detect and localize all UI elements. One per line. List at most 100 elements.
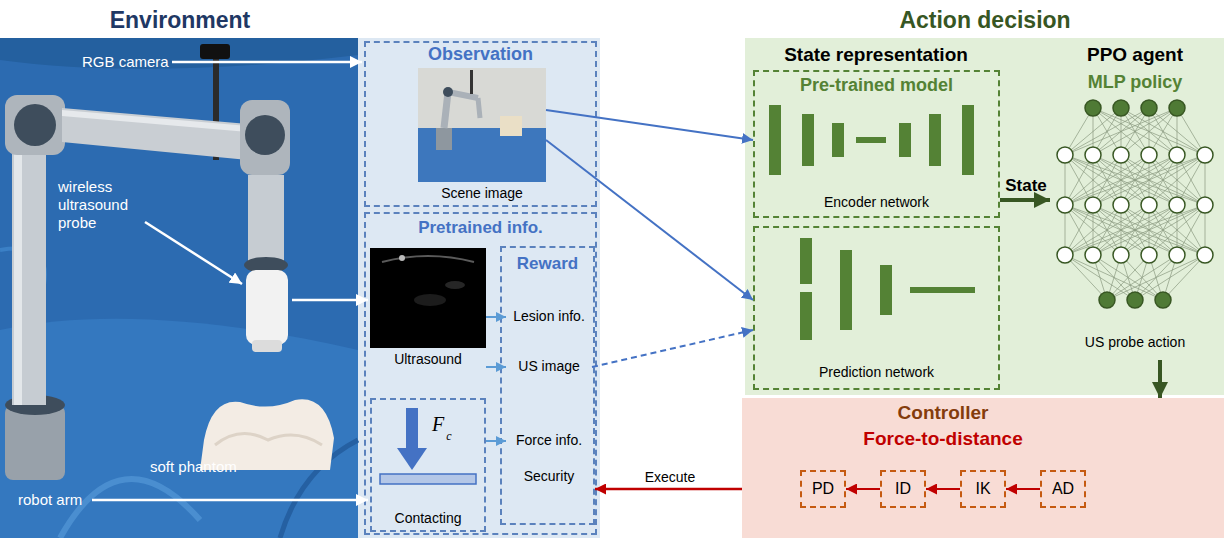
- block-label: AD: [1040, 479, 1086, 498]
- robot-photo: [214, 150, 234, 156]
- force-arrow: [380, 474, 476, 484]
- prediction-figure: [800, 238, 975, 340]
- figure-caption: US probe action: [1050, 334, 1220, 351]
- photo-label: robot arm: [18, 491, 98, 509]
- mlp-network: [1085, 197, 1101, 213]
- mlp-network: [1149, 155, 1205, 205]
- mlp-network: [1093, 155, 1149, 205]
- robot-photo: [0, 38, 358, 69]
- prediction-figure: [910, 287, 975, 293]
- mlp-network: [1065, 205, 1149, 255]
- mlp-network: [1149, 155, 1177, 205]
- scene-photo: [436, 128, 452, 150]
- figure-caption: Prediction network: [753, 364, 1000, 381]
- mlp-network: [1093, 108, 1094, 155]
- mlp-network: [1149, 205, 1150, 255]
- ultrasound-image: [370, 248, 486, 348]
- mlp-network: [1121, 108, 1177, 155]
- mlp-network: [1149, 108, 1177, 155]
- box-title: MLP policy: [1050, 72, 1220, 94]
- leader-arrow: [145, 222, 242, 284]
- mlp-network: [1141, 247, 1157, 263]
- mlp-network: [1135, 255, 1149, 300]
- robot-photo: [0, 319, 358, 538]
- mlp-network: [1093, 205, 1149, 255]
- ultrasound-image: [370, 248, 486, 348]
- robot-photo: [246, 270, 288, 345]
- mlp-network: [1177, 108, 1178, 155]
- image-caption: Contacting: [370, 510, 486, 527]
- force-arrow: [406, 408, 418, 448]
- connector-arrow: [926, 488, 960, 490]
- controller-panel: ControllerForce-to-distancePDIDIKAD: [742, 398, 1224, 538]
- edge-label: Execute: [610, 469, 730, 486]
- mlp-network: [1163, 255, 1177, 300]
- mlp-network: [1093, 155, 1121, 205]
- force-arrow: [397, 448, 427, 470]
- mlp-network: [1065, 155, 1149, 205]
- mlp-network: [1093, 205, 1121, 255]
- mlp-network: [1085, 247, 1101, 263]
- control-block: IK: [960, 470, 1006, 508]
- mlp-network: [1177, 205, 1205, 255]
- box-title: Force-to-distance: [818, 428, 1068, 451]
- mlp-network: [1093, 108, 1149, 155]
- connector-arrow: [546, 110, 753, 140]
- leader-arrow: [92, 62, 368, 500]
- panel-heading: Controller: [843, 402, 1043, 425]
- robot-photo: [248, 175, 284, 265]
- mlp-network: [1093, 255, 1107, 300]
- encoder-figure: [769, 105, 974, 175]
- mlp-network: [1169, 100, 1185, 116]
- agent-group: PPO agentMLP policyUS probe action: [1050, 40, 1220, 360]
- robot-photo: [62, 110, 248, 132]
- mlp-network: [1065, 155, 1121, 205]
- mlp-network: [1065, 108, 1177, 155]
- robot-photo: [244, 257, 288, 273]
- mlp-network: [1065, 108, 1149, 155]
- mlp-network: [1093, 108, 1205, 155]
- robot-photo: [0, 38, 358, 538]
- encoder-figure: [929, 114, 941, 166]
- robot-photo: [5, 395, 65, 415]
- mlp-network: [1121, 155, 1149, 205]
- scene-photo: [500, 116, 522, 136]
- mlp-network: [1149, 108, 1205, 155]
- mlp-network: [1065, 255, 1163, 300]
- robot-photo: [0, 249, 45, 300]
- image-caption: Ultrasound: [370, 351, 486, 368]
- mlp-network: [1065, 205, 1066, 255]
- mlp-network: [1065, 205, 1093, 255]
- robot-photo: [245, 115, 285, 155]
- prediction-figure: [840, 250, 852, 330]
- scene-photo: [418, 128, 546, 182]
- mlp-network: [1107, 255, 1149, 300]
- mlp-network: [1197, 197, 1213, 213]
- mlp-network: [1121, 108, 1149, 155]
- mlp-network: [1141, 147, 1157, 163]
- scene-photo: [444, 92, 448, 128]
- reward-item: Force info.: [506, 430, 592, 452]
- force-arrow: [380, 408, 476, 484]
- robot-photo: [252, 340, 282, 352]
- mlp-network: [1177, 155, 1205, 205]
- mlp-network: [1149, 205, 1205, 255]
- encoder-figure: [899, 123, 911, 157]
- robot-photo: [14, 150, 22, 405]
- mlp-network: [1205, 205, 1206, 255]
- mlp-network: [1149, 205, 1205, 255]
- control-block: PD: [800, 470, 846, 508]
- mlp-network: [1093, 155, 1177, 205]
- reward-term: US image: [506, 358, 592, 375]
- mlp-network: [1093, 205, 1121, 255]
- mlp-network: [1121, 205, 1205, 255]
- scene-photo: [443, 87, 453, 97]
- robot-photo: [14, 104, 56, 146]
- mlp-network: [1093, 155, 1149, 205]
- encoder-figure: [802, 114, 814, 166]
- mlp-network: [1169, 197, 1185, 213]
- mlp-network: [1149, 155, 1205, 205]
- mlp-network: [1093, 255, 1163, 300]
- block-label: PD: [800, 479, 846, 498]
- control-block: AD: [1040, 470, 1086, 508]
